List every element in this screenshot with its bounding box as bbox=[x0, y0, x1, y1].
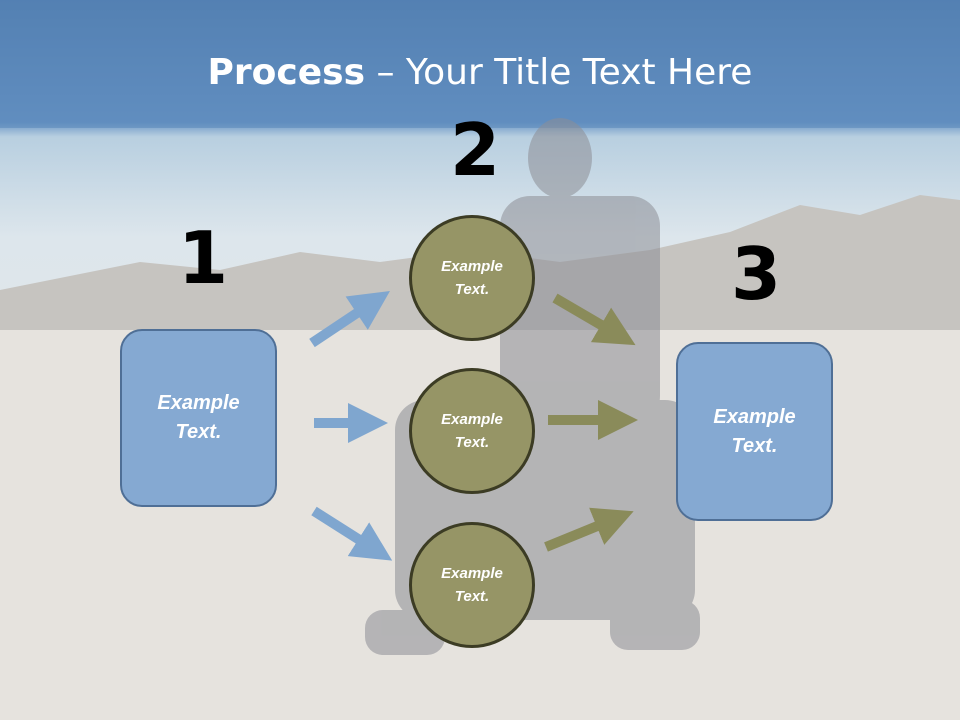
step-3-number: 3 bbox=[731, 232, 782, 316]
step-2-circle-top: Example Text. bbox=[409, 215, 535, 341]
step-2-text-top: Example Text. bbox=[441, 258, 503, 298]
step-2-text-bottom: Example Text. bbox=[441, 565, 503, 605]
step-1-number: 1 bbox=[178, 216, 229, 300]
step-3-text: Example Text. bbox=[713, 405, 796, 457]
step-2-circle-middle: Example Text. bbox=[409, 368, 535, 494]
step-1-text: Example Text. bbox=[157, 392, 240, 443]
step-1-box: Example Text. bbox=[120, 329, 277, 507]
arrow-1-to-bottom bbox=[311, 506, 393, 561]
arrow-bottom-to-3 bbox=[544, 507, 634, 552]
step-3-box: Example Text. bbox=[676, 342, 833, 521]
step-2-circle-bottom: Example Text. bbox=[409, 522, 535, 648]
slide-title: Process – Your Title Text Here bbox=[0, 52, 960, 93]
step-2-number: 2 bbox=[450, 108, 501, 192]
arrow-1-to-top bbox=[309, 291, 390, 348]
title-rest: – Your Title Text Here bbox=[365, 52, 753, 93]
arrow-top-to-3 bbox=[552, 293, 636, 346]
title-bold: Process bbox=[207, 52, 366, 93]
step-2-text-middle: Example Text. bbox=[441, 411, 503, 451]
